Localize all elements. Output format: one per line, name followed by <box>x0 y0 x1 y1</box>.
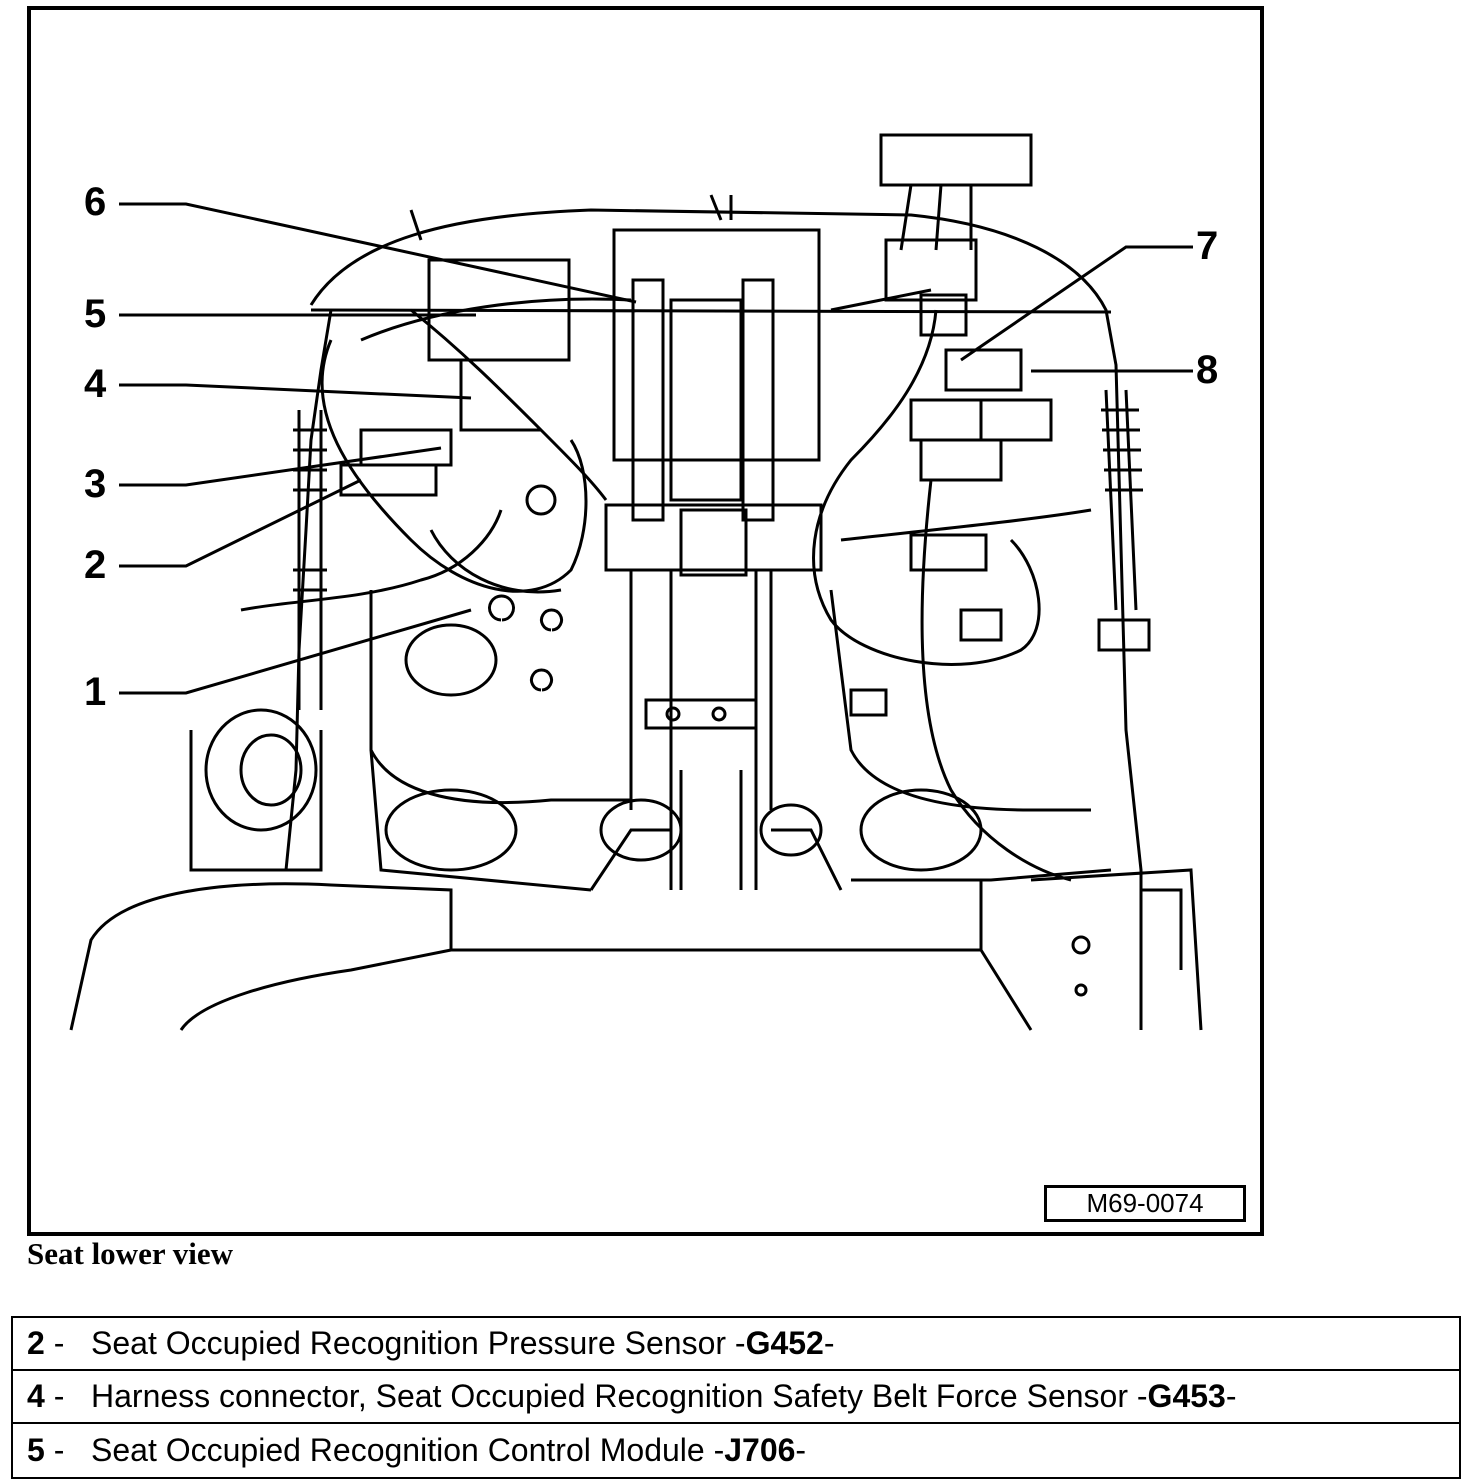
legend-row: 2 - Seat Occupied Recognition Pressure S… <box>13 1318 1459 1371</box>
callout-3: 3 <box>84 462 107 506</box>
legend-number: 5 <box>27 1432 45 1468</box>
legend-number: 4 <box>27 1378 45 1414</box>
callout-4: 4 <box>84 362 107 406</box>
figure-id-label: M69-0074 <box>1044 1185 1246 1222</box>
figure-caption: Seat lower view <box>27 1236 234 1271</box>
legend-table: 2 - Seat Occupied Recognition Pressure S… <box>11 1316 1461 1479</box>
legend-suffix: - <box>1225 1378 1237 1414</box>
callout-7: 7 <box>1196 224 1219 268</box>
legend-text: Seat Occupied Recognition Control Module… <box>91 1432 725 1468</box>
legend-code: J706 <box>724 1432 796 1468</box>
legend-number: 2 <box>27 1325 45 1361</box>
legend-code: G453 <box>1147 1378 1226 1414</box>
callout-8: 8 <box>1196 348 1219 392</box>
diagram-figure: 6 5 4 3 2 1 7 8 M69-0074 <box>27 6 1264 1236</box>
legend-row: 4 - Harness connector, Seat Occupied Rec… <box>13 1371 1459 1424</box>
callout-2: 2 <box>84 543 107 587</box>
callout-6: 6 <box>84 180 107 224</box>
legend-row: 5 - Seat Occupied Recognition Control Mo… <box>27 1432 807 1468</box>
seat-line-drawing <box>69 133 1203 1031</box>
legend-text: Harness connector, Seat Occupied Recogni… <box>91 1378 1148 1414</box>
legend-suffix: - <box>823 1325 835 1361</box>
callout-5: 5 <box>84 292 107 336</box>
legend-code: G452 <box>745 1325 824 1361</box>
legend-text: Seat Occupied Recognition Pressure Senso… <box>91 1325 746 1361</box>
legend-suffix: - <box>795 1432 807 1468</box>
callout-1: 1 <box>84 670 107 714</box>
